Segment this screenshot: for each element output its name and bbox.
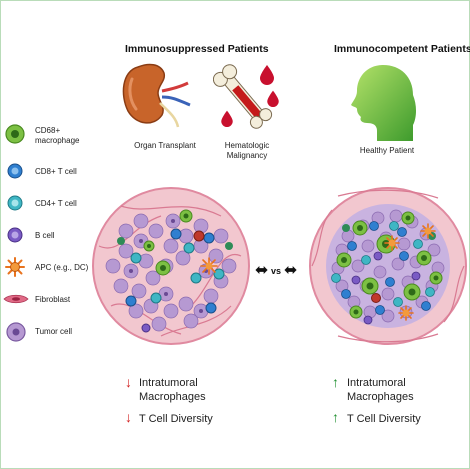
blood-drop-icon: [267, 90, 279, 107]
fibroblast-icon: [3, 294, 29, 304]
legend-label-tumor: Tumor cell: [35, 327, 73, 336]
macrophage-icon: [5, 124, 25, 144]
caption-healthy-patient: Healthy Patient: [359, 146, 415, 155]
blood-drop-icon: [260, 65, 274, 85]
cd4-tcell-icon: [7, 195, 23, 211]
header-immunosuppressed: Immunosuppressed Patients: [125, 43, 269, 55]
caption-hematologic-line1: Hematologic: [224, 141, 270, 150]
apc-icon: [5, 257, 25, 277]
result-left-tcell: T Cell Diversity: [139, 413, 213, 425]
blood-drop-icon: [221, 110, 233, 127]
double-arrow-icon: ⬌: [255, 262, 269, 279]
tumor-immunocompetent: [309, 187, 467, 345]
result-right-macrophage-line2: Macrophages: [347, 391, 414, 403]
legend-label-bcell: B cell: [35, 231, 55, 240]
down-arrow-icon: ↓: [125, 374, 132, 390]
legend-label-cd68: CD68+: [35, 126, 61, 135]
kidney-icon: [122, 63, 191, 128]
result-right-macrophage-line1: Intratumoral: [347, 377, 406, 389]
healthy-patient-icon: [351, 65, 416, 141]
caption-organ-transplant: Organ Transplant: [134, 141, 196, 150]
tumor-cell-icon: [6, 322, 26, 342]
down-arrow-icon: ↓: [125, 409, 132, 425]
header-immunocompetent: Immunocompetent Patients: [334, 43, 470, 55]
result-left-macrophage-line1: Intratumoral: [139, 377, 198, 389]
caption-hematologic-line2: Malignancy: [226, 151, 268, 160]
cd8-tcell-icon: [7, 163, 23, 179]
legend-label-fibroblast: Fibroblast: [35, 295, 71, 304]
result-right-tcell: T Cell Diversity: [347, 413, 421, 425]
legend-label-cd4: CD4+ T cell: [35, 199, 77, 208]
legend-label-cd8: CD8+ T cell: [35, 167, 77, 176]
vs-label: vs: [271, 266, 282, 276]
double-arrow-icon: ⬌: [284, 262, 298, 279]
up-arrow-icon: ↑: [332, 374, 339, 390]
tumor-immunosuppressed: [92, 187, 250, 345]
bcell-icon: [7, 227, 23, 243]
up-arrow-icon: ↑: [332, 409, 339, 425]
result-left-macrophage-line2: Macrophages: [139, 391, 206, 403]
bone-icon: [213, 64, 273, 129]
legend-label-apc: APC (e.g., DC): [35, 263, 89, 272]
legend-label-macrophage: macrophage: [35, 136, 80, 145]
